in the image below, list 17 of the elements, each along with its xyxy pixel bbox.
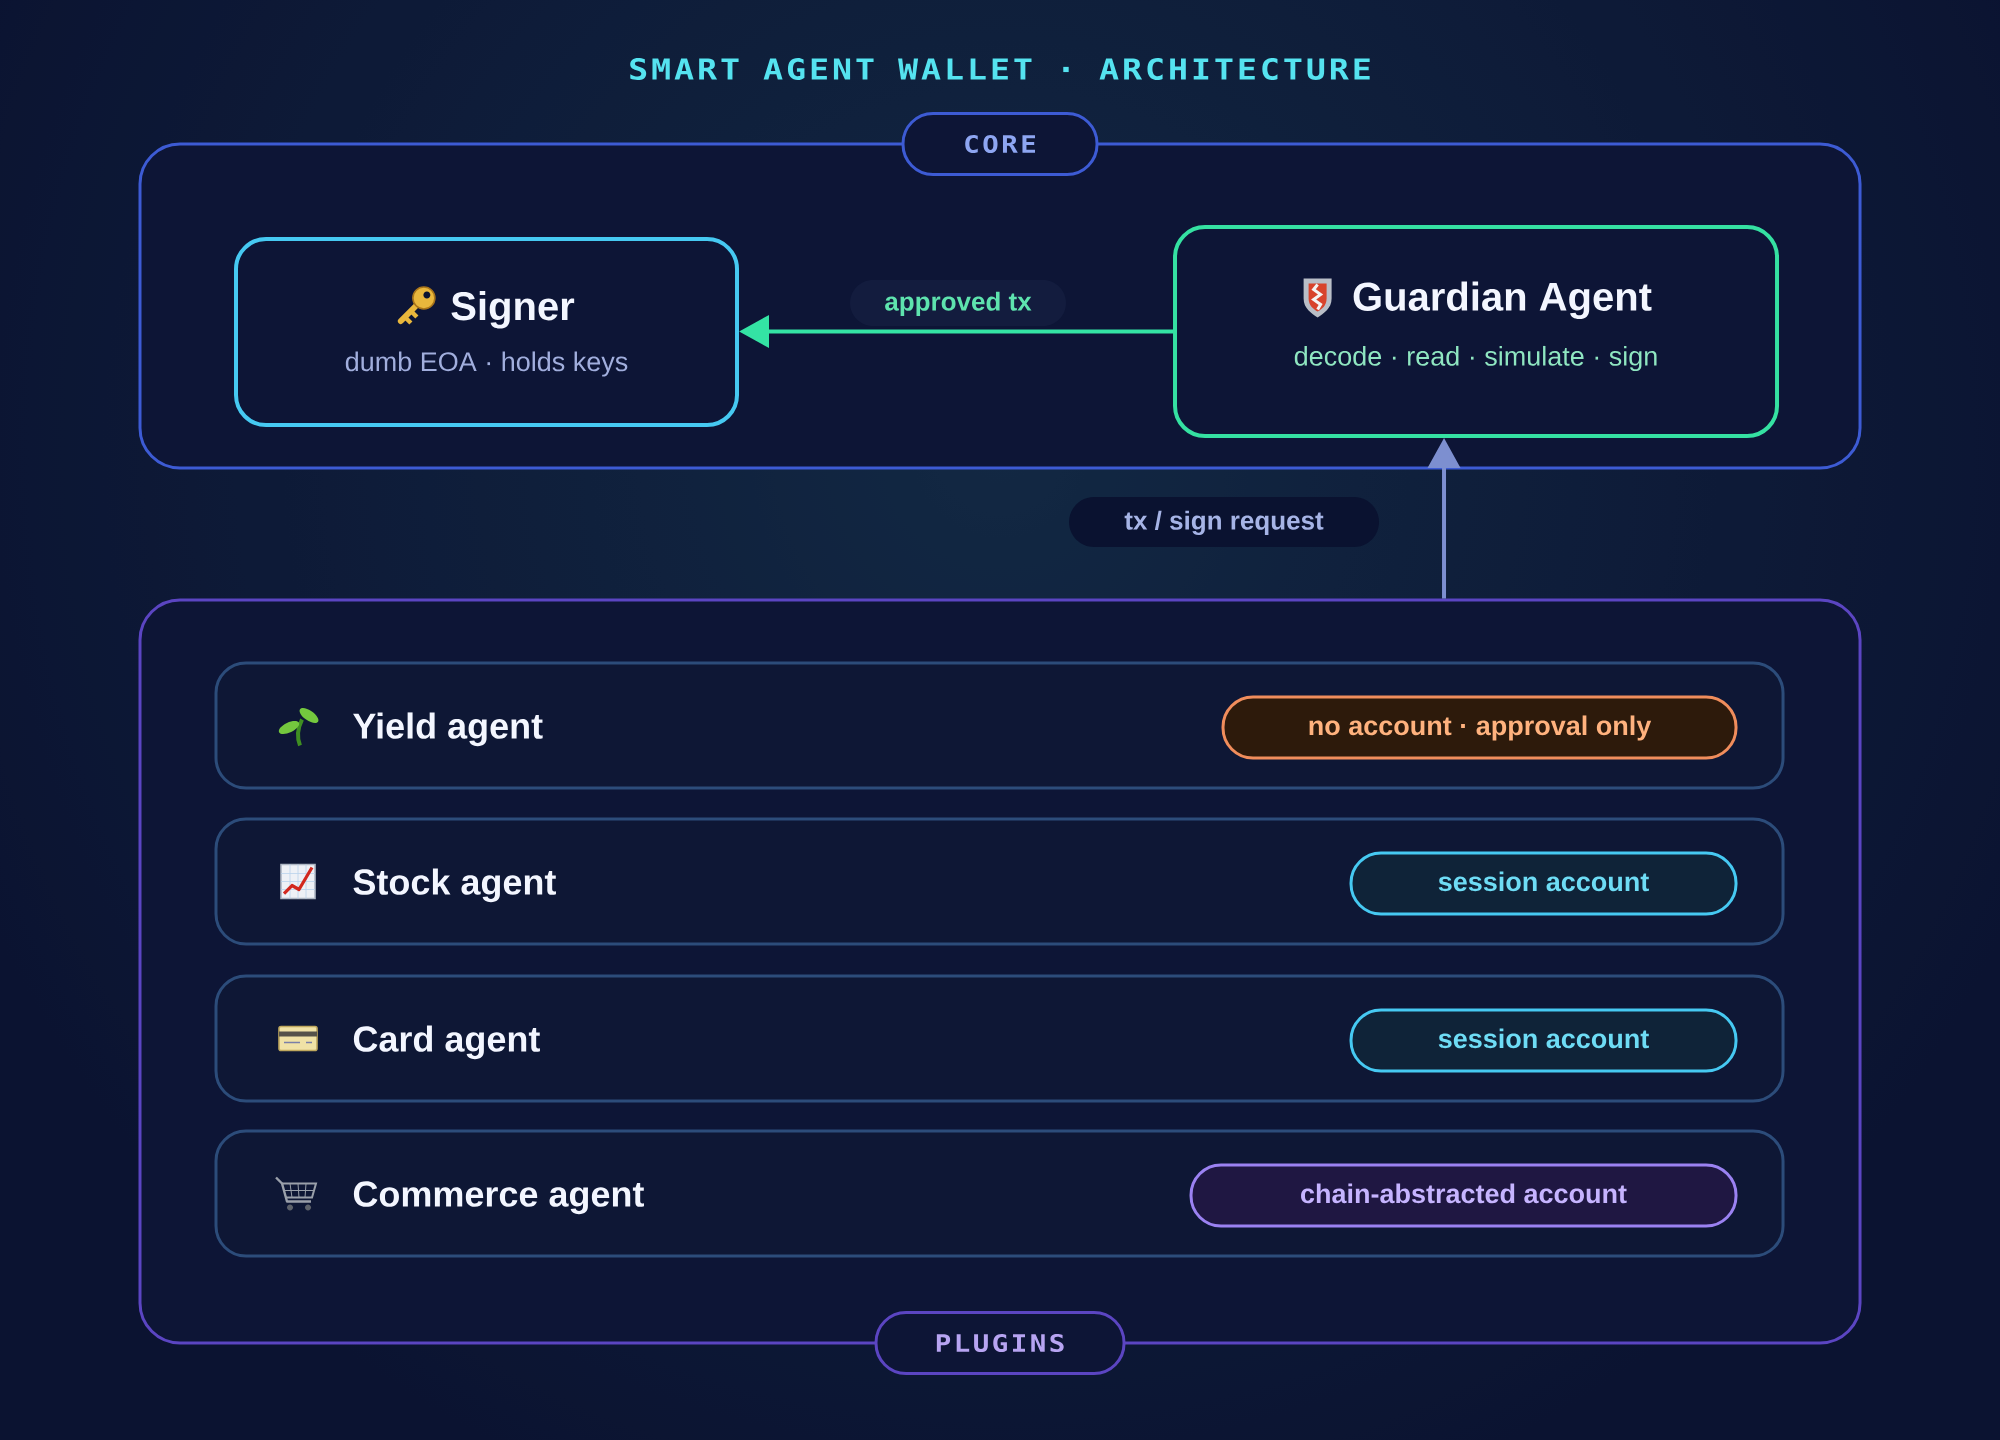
section-label: CORE [901,112,1099,176]
account-badge: session account [1349,851,1738,916]
diagram-title: SMART AGENT WALLET · ARCHITECTURE [630,58,1370,80]
edge-label: tx / sign request [1069,497,1379,547]
edge-label: approved tx [850,280,1066,326]
card-subtitle: dumb EOA · holds keys [345,351,628,377]
agent-name: Commerce agent [353,1181,644,1215]
card-title: Signer [451,291,575,329]
section-label: PLUGINS [874,1311,1126,1375]
card-subtitle: decode · read · simulate · sign [1294,345,1657,372]
card-title: Guardian Agent [1353,281,1652,319]
account-badge: chain-abstracted account [1189,1163,1738,1228]
agent-name: Stock agent [353,868,556,903]
account-badge: no account · approval only [1221,695,1738,760]
agent-name: Card agent [353,1025,540,1060]
account-badge: session account [1349,1008,1738,1073]
agent-name: Yield agent [353,712,543,747]
